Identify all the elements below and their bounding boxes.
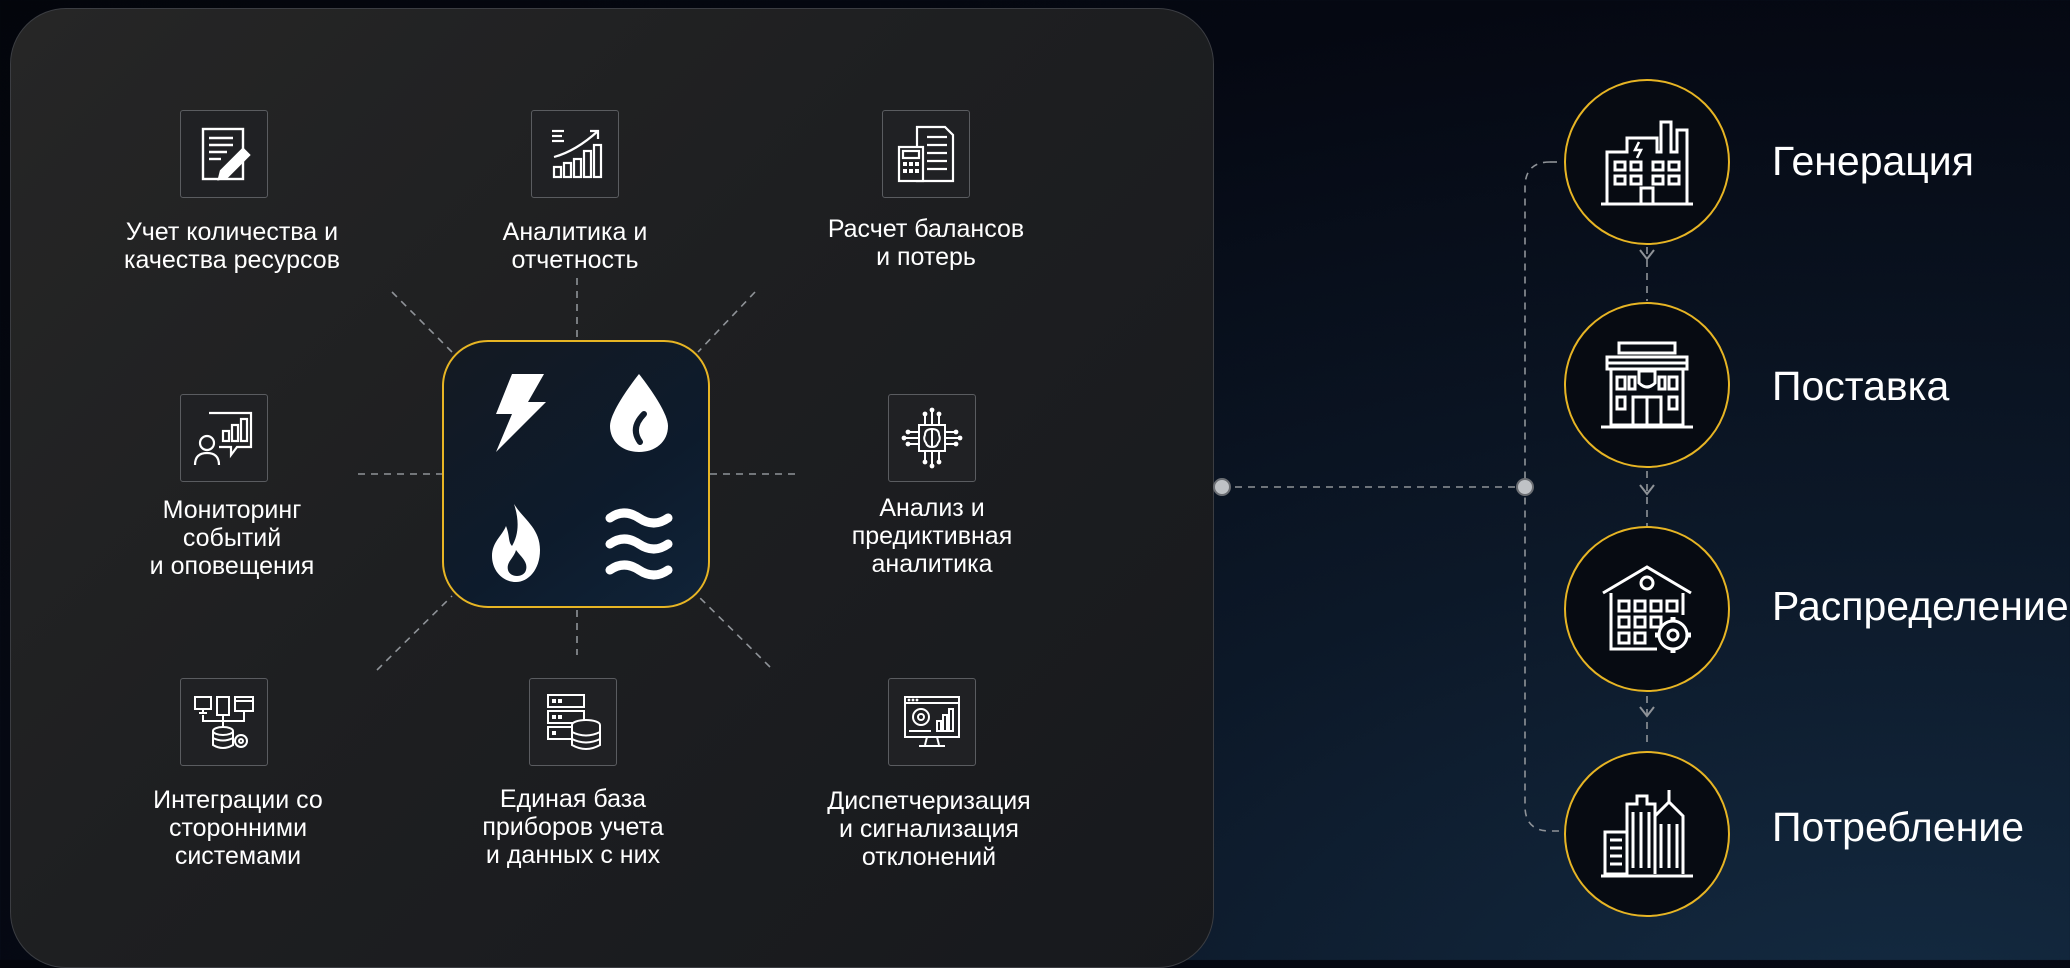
stage-circle-distribution bbox=[1564, 526, 1730, 692]
stage-label-distribution: Распределение bbox=[1772, 583, 2069, 629]
arrow-head-1 bbox=[1639, 249, 1655, 261]
resources-hub bbox=[442, 340, 710, 608]
panel-connector-dot bbox=[1213, 478, 1231, 496]
hub-spoke-top-left bbox=[391, 291, 453, 353]
ai-brain-chip-icon bbox=[901, 407, 963, 469]
stage-label-consumption: Потребление bbox=[1772, 804, 2025, 850]
hub-spoke-bottom-left bbox=[376, 595, 453, 671]
feature-icon-box-8 bbox=[888, 678, 976, 766]
power-plant-icon bbox=[1601, 120, 1693, 206]
feature-icon-box-7 bbox=[529, 678, 617, 766]
stage-circle-consumption bbox=[1564, 751, 1730, 917]
growth-chart-icon bbox=[552, 129, 603, 179]
stage-circle-generation bbox=[1564, 79, 1730, 245]
feature-icon-box-1 bbox=[180, 110, 268, 198]
dispatch-monitor-icon bbox=[904, 696, 960, 747]
integration-network-icon bbox=[194, 696, 254, 749]
arrow-head-2 bbox=[1639, 484, 1655, 496]
stage-label-generation: Генерация bbox=[1772, 138, 1974, 184]
flame-icon bbox=[492, 504, 540, 582]
bus-junction-dot bbox=[1516, 478, 1534, 496]
lightning-icon bbox=[496, 374, 546, 452]
hub-spoke-bottom-right bbox=[697, 595, 771, 668]
document-edit-icon bbox=[201, 127, 251, 181]
city-buildings-icon bbox=[1601, 790, 1693, 878]
stage-label-supply: Поставка bbox=[1772, 363, 1950, 409]
feature-icon-box-4 bbox=[180, 394, 268, 482]
arrow-head-3 bbox=[1639, 706, 1655, 718]
hub-spoke-top-right bbox=[697, 291, 756, 353]
water-drop-icon bbox=[610, 374, 668, 452]
feature-icon-box-6 bbox=[180, 678, 268, 766]
stage-circle-supply bbox=[1564, 302, 1730, 468]
feature-icon-box-5 bbox=[888, 394, 976, 482]
feature-icon-box-3 bbox=[882, 110, 970, 198]
presentation-monitoring-icon bbox=[193, 411, 253, 466]
distribution-building-icon bbox=[1602, 565, 1692, 653]
server-database-icon bbox=[547, 694, 601, 750]
feature-icon-box-2 bbox=[531, 110, 619, 198]
calculator-report-icon bbox=[897, 125, 955, 183]
waves-icon bbox=[605, 508, 673, 580]
supply-building-icon bbox=[1601, 341, 1693, 429]
bus-vertical-line bbox=[1524, 161, 1562, 832]
